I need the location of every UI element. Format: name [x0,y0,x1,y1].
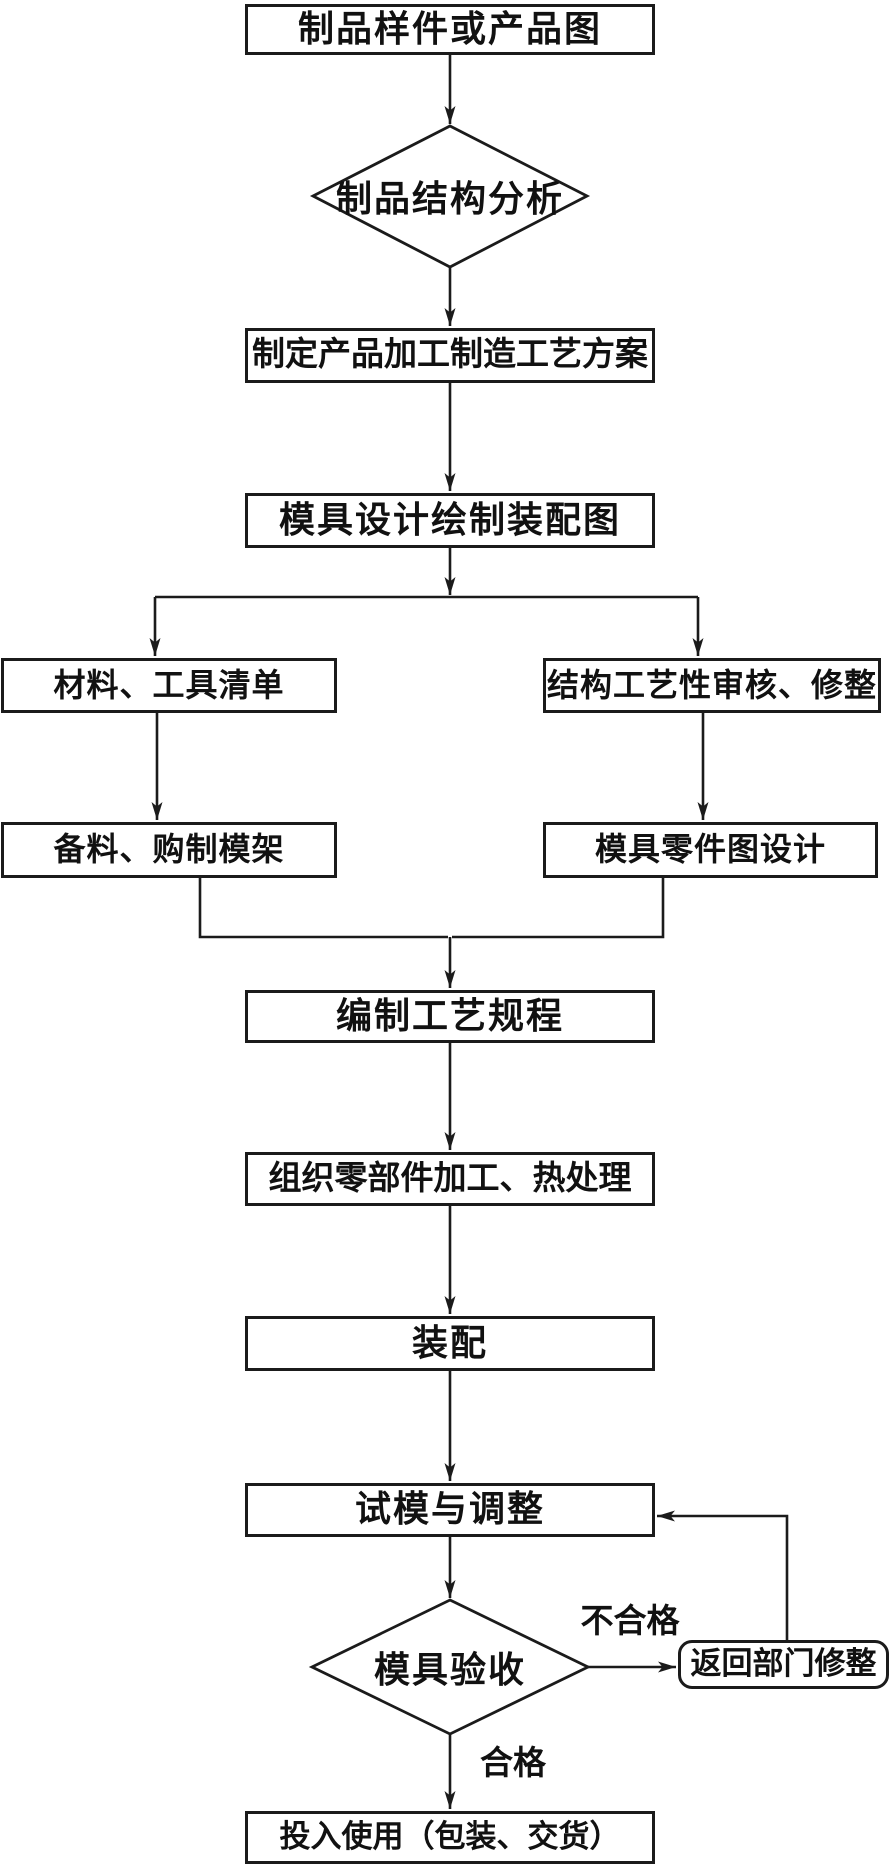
node-machining-heat-treatment: 组织零部件加工、热处理 [245,1152,655,1206]
decision-mold-acceptance-shape [308,1598,592,1736]
node-trial-adjustment: 试模与调整 [245,1483,655,1537]
node-material-tool-list: 材料、工具清单 [1,658,337,713]
node-assembly: 装配 [245,1316,655,1371]
node-structure-review: 结构工艺性审核、修整 [543,658,881,713]
node-mold-assembly-drawing: 模具设计绘制装配图 [245,493,655,548]
node-process-plan: 制定产品加工制造工艺方案 [245,328,655,383]
decision-mold-acceptance-label: 模具验收 [373,1650,526,1690]
edge-rework-back-to-trial [657,1510,789,1640]
node-put-into-use: 投入使用（包装、交货） [245,1811,655,1864]
node-prepare-materials: 备料、购制模架 [1,822,337,878]
node-return-rework: 返回部门修整 [678,1640,889,1689]
decision-structure-analysis-shape [309,124,591,269]
merge-right [452,877,665,939]
merge-left [198,877,448,939]
decision-structure-analysis-label: 制品结构分析 [335,179,564,219]
node-process-regulation: 编制工艺规程 [245,990,655,1043]
node-product-sample: 制品样件或产品图 [245,4,655,55]
edge-label-pass: 合格 [480,1746,546,1782]
edge-label-fail: 不合格 [580,1604,680,1640]
node-part-drawing-design: 模具零件图设计 [543,822,878,878]
